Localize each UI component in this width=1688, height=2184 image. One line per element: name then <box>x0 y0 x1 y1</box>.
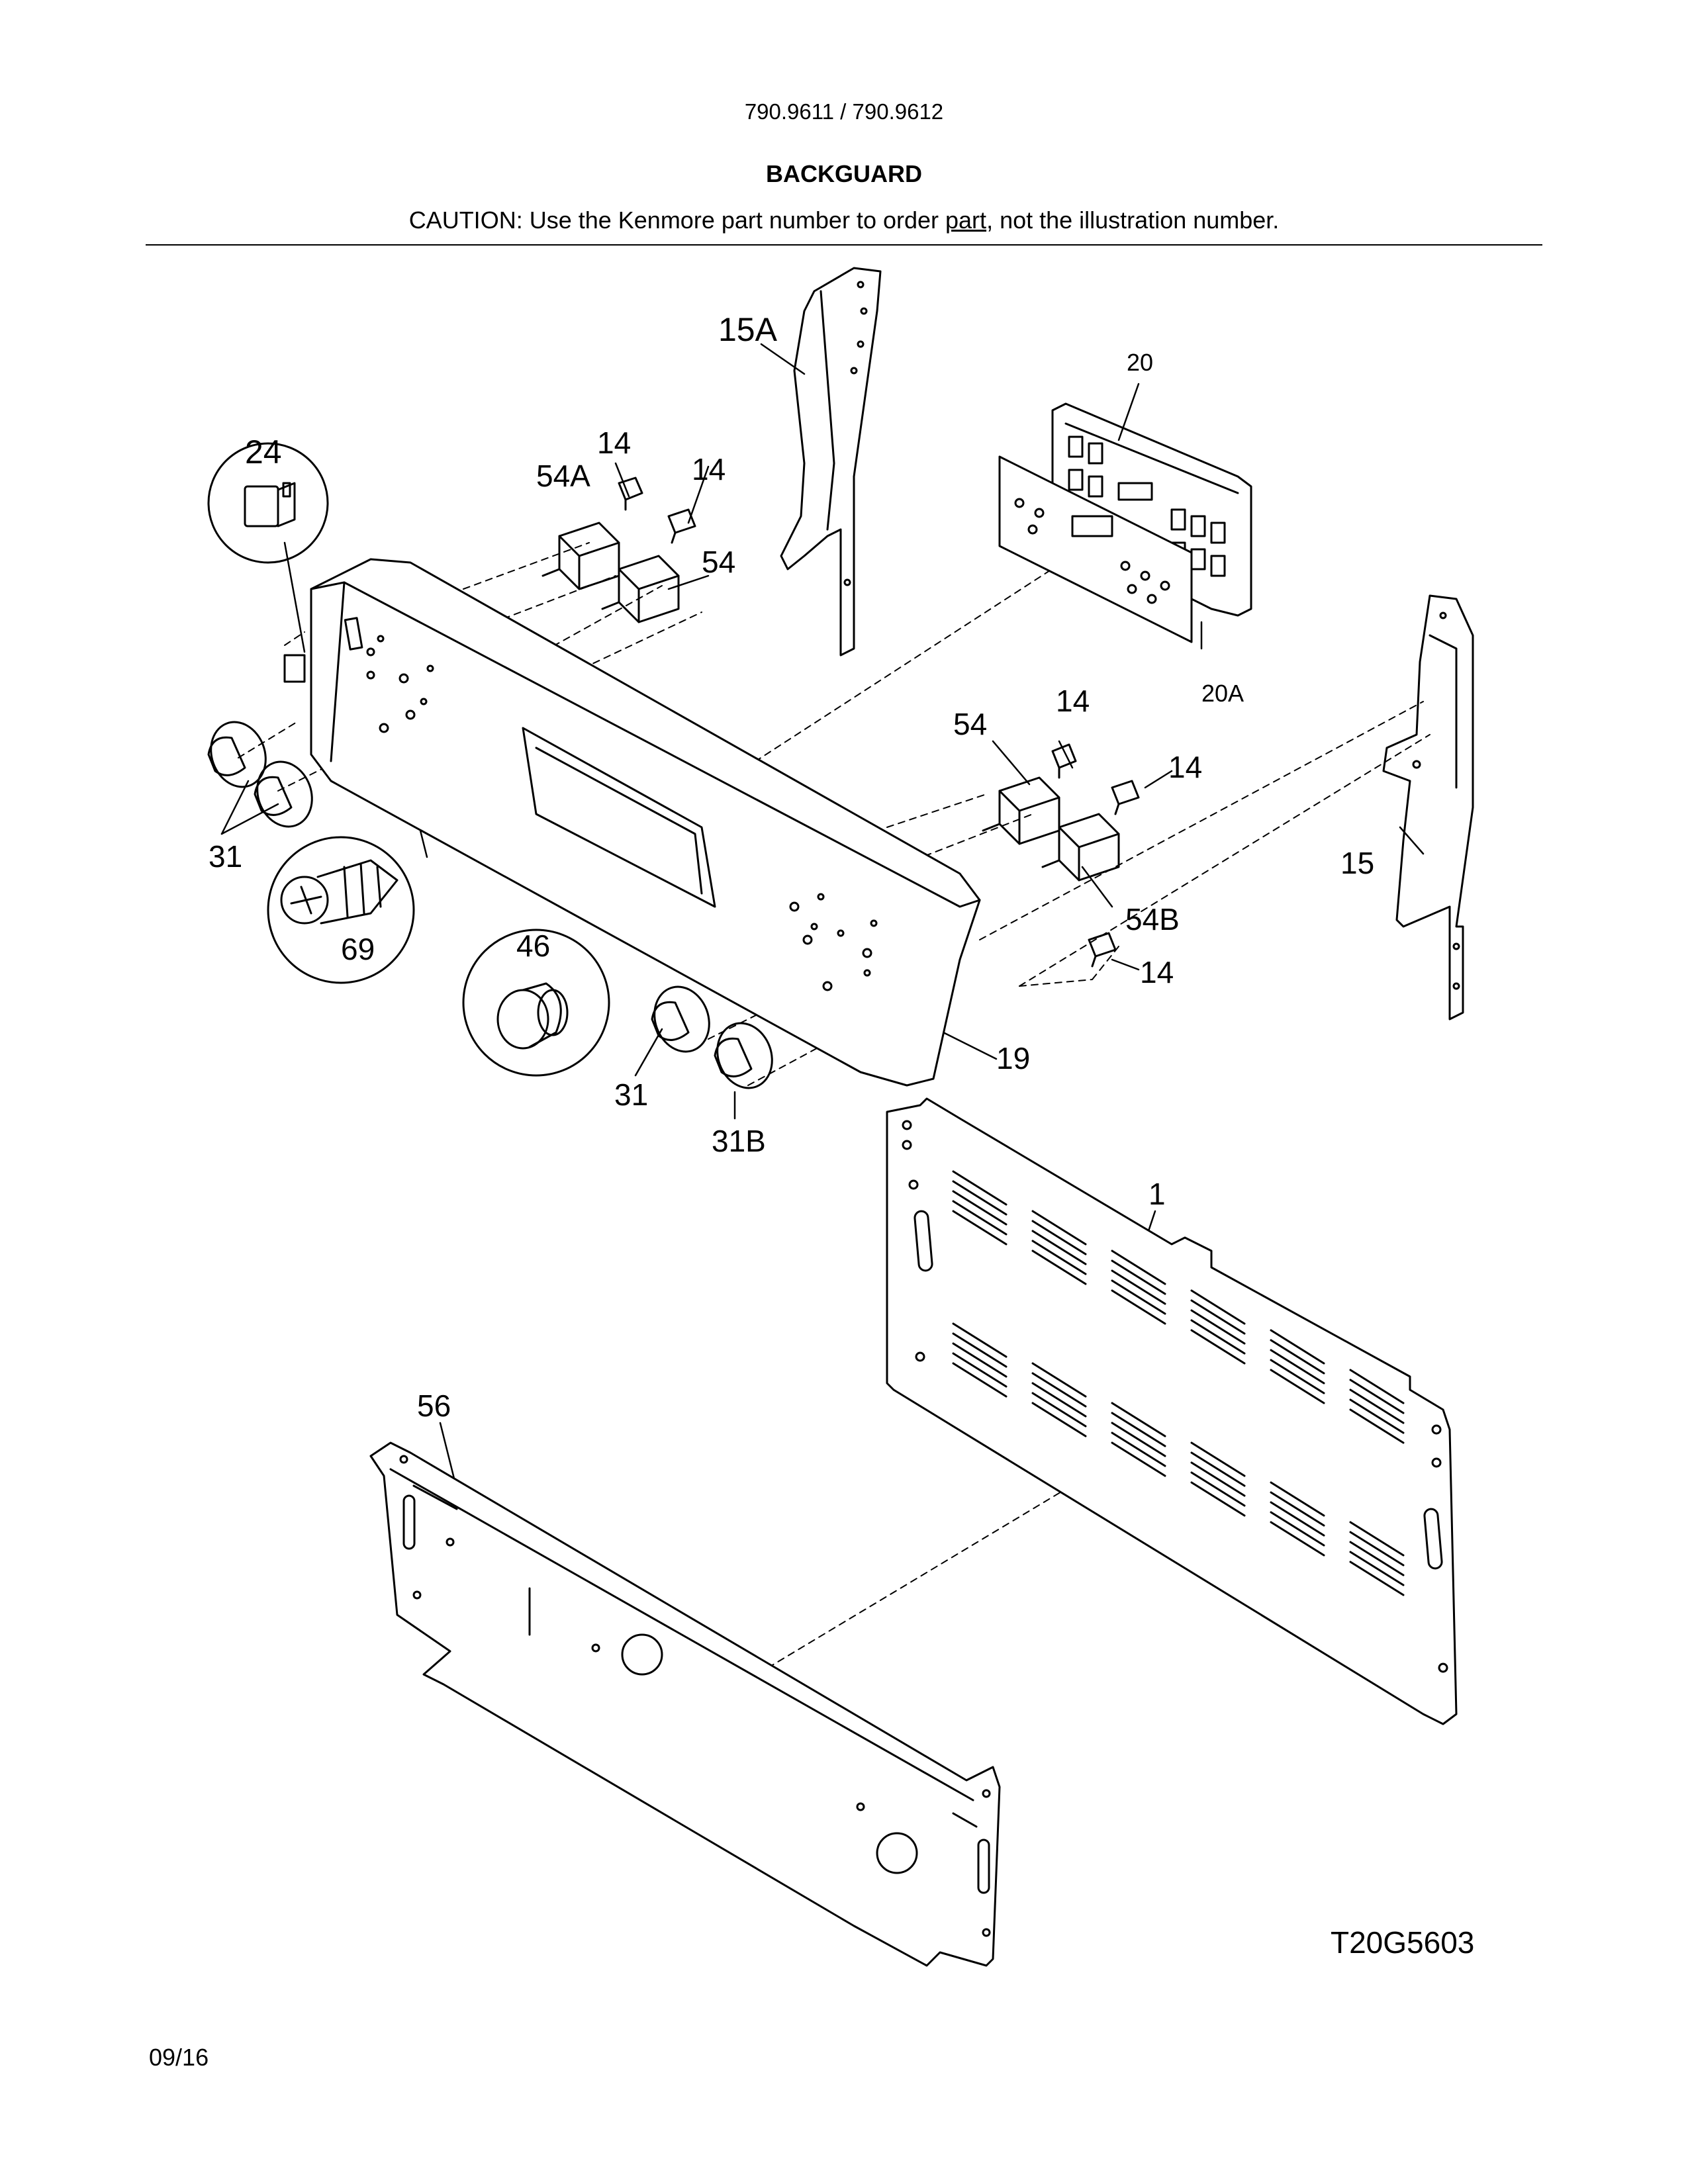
part-46-button <box>462 929 610 1077</box>
callout-14-b: 14 <box>692 452 726 486</box>
callout-31-left: 31 <box>209 839 242 874</box>
part-31b-knob <box>714 1022 773 1089</box>
caution-text: CAUTION: Use the Kenmore part number to … <box>408 206 946 234</box>
callout-31b: 31B <box>712 1124 766 1158</box>
part-14-clip-d <box>1111 780 1140 815</box>
callout-14-a: 14 <box>597 426 631 460</box>
callout-20a: 20A <box>1201 680 1244 707</box>
callout-54-top: 54 <box>702 545 735 579</box>
part-15a-side-bracket <box>780 267 882 657</box>
caution-text-end: , not the illustration number. <box>986 206 1280 234</box>
callout-14-c: 14 <box>1056 684 1090 718</box>
header-rule <box>146 244 1542 246</box>
part-14-clip-c <box>1051 743 1077 779</box>
callout-69: 69 <box>341 932 375 966</box>
part-1-rear-panel <box>886 1097 1458 1725</box>
callout-labels: 15A 20 24 54A 14 14 54 20A 14 54 14 15 3… <box>209 311 1374 1423</box>
page-title: BACKGUARD <box>766 160 922 187</box>
callout-54a: 54A <box>536 459 590 493</box>
callout-20: 20 <box>1127 349 1153 376</box>
part-20a-overlay <box>998 455 1193 643</box>
part-24-rocker-switch <box>207 442 329 683</box>
callout-14-e: 14 <box>1140 955 1174 989</box>
callout-54b: 54B <box>1125 902 1180 936</box>
part-56-lower-panel <box>369 1441 1001 1967</box>
callout-24: 24 <box>245 433 282 471</box>
part-15-side-bracket <box>1382 594 1474 1021</box>
model-number: 790.9611 / 790.9612 <box>744 99 944 124</box>
callout-19: 19 <box>996 1041 1030 1075</box>
callout-15a: 15A <box>718 311 778 348</box>
part-31-knob-left-a <box>207 721 267 788</box>
part-31-knob-left-b <box>254 760 313 828</box>
revision-date: 09/16 <box>149 2044 209 2071</box>
part-54b-switch <box>1041 813 1120 882</box>
part-14-clip-b <box>667 508 696 544</box>
callout-31-bottom: 31 <box>614 1077 648 1112</box>
drawing-code: T20G5603 <box>1331 1925 1475 1960</box>
part-14-clip-a <box>618 477 643 511</box>
part-14-clip-e <box>1088 932 1117 968</box>
callout-15: 15 <box>1340 846 1374 880</box>
part-69-screw <box>267 836 415 984</box>
callout-56: 56 <box>417 1388 451 1423</box>
callout-54-mid: 54 <box>953 707 987 741</box>
callout-46: 46 <box>516 929 550 963</box>
part-19-backguard-panel <box>310 558 981 1087</box>
part-54-switch-mid <box>982 776 1060 845</box>
caution-note: CAUTION: Use the Kenmore part number to … <box>0 206 1688 234</box>
part-31-knob-bottom <box>651 985 710 1053</box>
callout-1: 1 <box>1149 1177 1166 1211</box>
callout-14-d: 14 <box>1168 750 1202 784</box>
caution-underlined-word: part <box>945 206 987 234</box>
leader-lines <box>220 343 1425 1490</box>
part-54-switch-top <box>601 555 680 623</box>
